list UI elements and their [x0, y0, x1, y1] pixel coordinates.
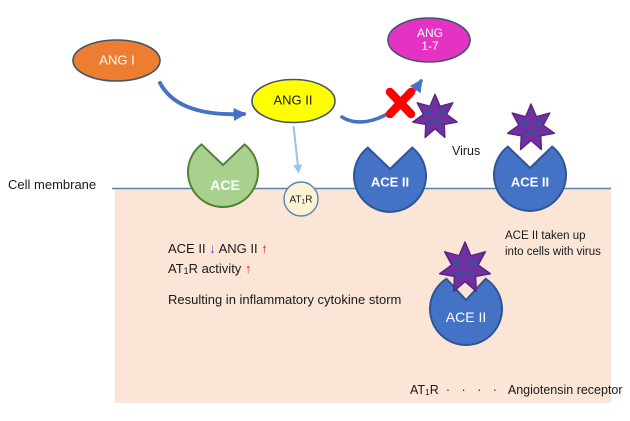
virus-label: Virus [452, 144, 481, 158]
uptake-note-line2: into cells with virus [505, 246, 601, 258]
ang2-label: ANG II [273, 92, 313, 108]
at1r-activity-post: R activity [188, 261, 245, 276]
ace2-down-text: ACE II [168, 241, 210, 256]
blocked-cross-icon [385, 87, 416, 119]
legend-at1r-sub: 1 [425, 387, 430, 398]
ang17-ellipse [387, 17, 471, 63]
ace2-internalized [429, 277, 503, 346]
ace2-receptor-1 [353, 146, 427, 213]
at1r-sub: 1 [301, 198, 306, 206]
cell-effect-line2: AT1R activity ↑ [168, 261, 251, 276]
virus-icon-on-receptor [506, 102, 556, 151]
ang2-up-text: ANG II [215, 241, 262, 256]
arrow-ang2-to-at1r [292, 125, 303, 174]
ang17-line2: 1-7 [421, 39, 439, 53]
ang2-ellipse [251, 78, 336, 124]
up-arrow-icon: ↑ [244, 261, 252, 276]
ace2-label-internalized: ACE II [445, 309, 487, 325]
cell-interior [115, 189, 611, 403]
legend-dots: · · · · [445, 383, 501, 397]
ace2-label-membrane-1: ACE II [370, 174, 410, 190]
at1r-circle [283, 181, 319, 217]
down-arrow-icon: ↓ [209, 241, 216, 256]
ace2-receptor-2 [493, 145, 567, 212]
cytokine-storm-text: Resulting in inflammatory cytokine storm [168, 292, 402, 307]
legend-at1r-post: R [429, 383, 439, 397]
cell-effect-line1: ACE II ↓ ANG II ↑ [168, 241, 268, 256]
uptake-note-line1: ACE II taken up [505, 230, 586, 242]
at1r-pre: AT [289, 194, 302, 206]
at1r-activity-pre: AT [168, 261, 184, 276]
legend: AT1R · · · · Angiotensin receptor [410, 383, 623, 397]
ace2-label-membrane-2: ACE II [510, 174, 550, 190]
ang1-label: ANG I [99, 52, 135, 68]
ace-label: ACE [210, 177, 240, 193]
cell-membrane-label: Cell membrane [8, 177, 97, 192]
at1r-activity-sub: 1 [183, 266, 189, 277]
ace-shape [187, 143, 259, 209]
at1r-receptor-label: AT1R [289, 195, 312, 206]
ang1-ellipse [72, 39, 161, 82]
virus-icon-free [411, 93, 459, 139]
legend-label: Angiotensin receptor [507, 383, 623, 397]
arrow-ang1-to-ang2 [158, 81, 247, 121]
ang17-line1: ANG [416, 26, 443, 40]
uptake-note: ACE II taken up into cells with virus [505, 228, 601, 260]
up-arrow-icon: ↑ [261, 241, 268, 256]
legend-at1r-pre: AT [410, 383, 426, 397]
at1r-post: R [305, 194, 313, 206]
